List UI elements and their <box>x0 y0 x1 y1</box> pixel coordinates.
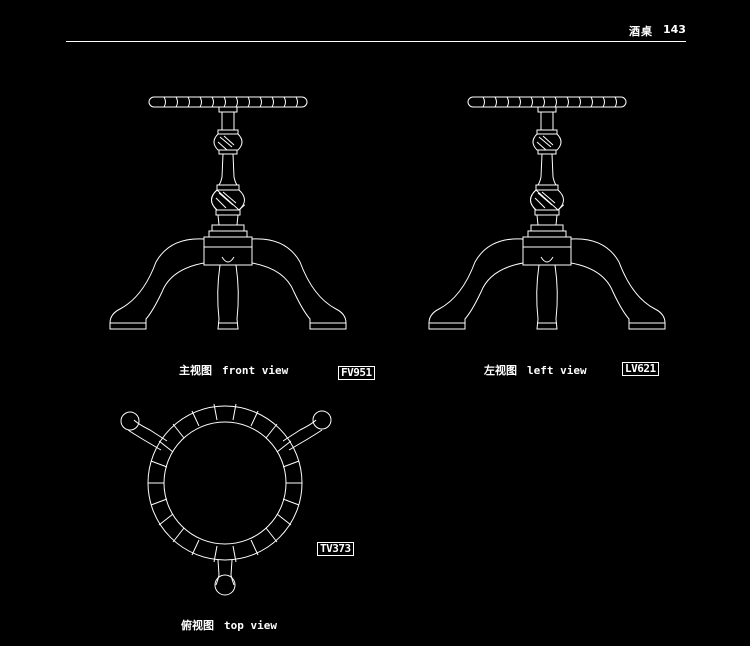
header-rule <box>66 41 686 42</box>
left-view-code: LV621 <box>622 362 659 376</box>
left-view-caption: 左视图 left view <box>484 362 587 378</box>
front-view-caption: 主视图 front view <box>179 362 288 378</box>
front-view-en-label: front view <box>222 364 289 377</box>
page-number: 143 <box>663 23 686 36</box>
top-view-caption: 俯视图 top view <box>181 617 277 633</box>
top-view-code: TV373 <box>317 542 354 556</box>
left-view-drawing <box>428 96 666 330</box>
top-view-en-label: top view <box>224 619 277 632</box>
front-view-code: FV951 <box>338 366 375 380</box>
left-view-cn-label: 左视图 <box>484 364 517 377</box>
left-view-en-label: left view <box>527 364 587 377</box>
front-view-drawing <box>109 96 347 330</box>
chapter-title: 酒桌 <box>629 25 653 38</box>
top-view-cn-label: 俯视图 <box>181 619 214 632</box>
top-view-drawing <box>120 403 332 596</box>
front-view-cn-label: 主视图 <box>179 364 212 377</box>
